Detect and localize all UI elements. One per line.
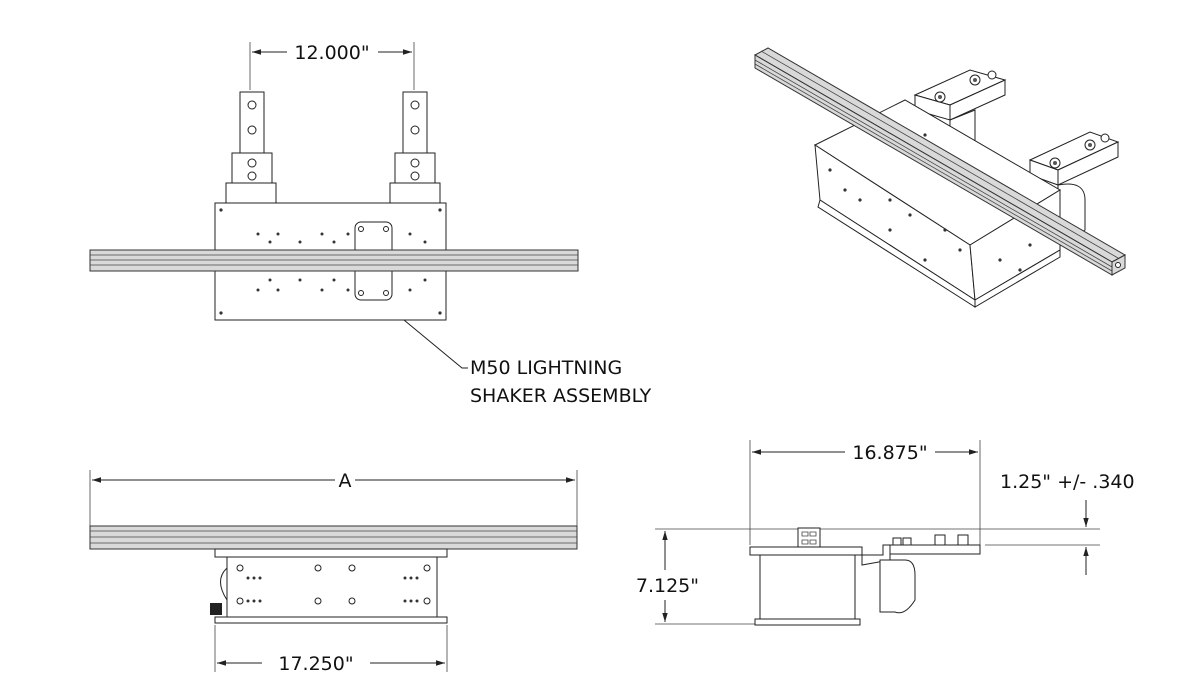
callout-line1: M50 LIGHTNING xyxy=(470,357,622,379)
dimension-12-label: 12.000" xyxy=(294,42,369,64)
dimension-7-label: 7.125" xyxy=(636,575,699,597)
side-view: 16.875" 1.25" +/- .340 7.125" xyxy=(636,440,1135,626)
front-view-body xyxy=(226,556,438,618)
callout-leader xyxy=(403,319,468,369)
side-view-plate xyxy=(749,546,863,556)
top-view: 12.000" xyxy=(89,42,652,407)
front-view: A 17.250" xyxy=(89,470,578,675)
dimension-a-label: A xyxy=(339,470,352,492)
rail-profile xyxy=(797,527,821,549)
dimension-17-label: 17.250" xyxy=(278,653,353,675)
isometric-view xyxy=(753,47,1127,308)
front-view-rail xyxy=(89,525,578,550)
side-view-body xyxy=(759,554,856,620)
top-view-rail xyxy=(89,249,579,272)
dimension-16-label: 16.875" xyxy=(852,442,927,464)
dimension-offset-label: 1.25" +/- .340 xyxy=(1000,471,1135,493)
callout-line2: SHAKER ASSEMBLY xyxy=(470,385,652,407)
side-view-bracket xyxy=(882,544,981,555)
